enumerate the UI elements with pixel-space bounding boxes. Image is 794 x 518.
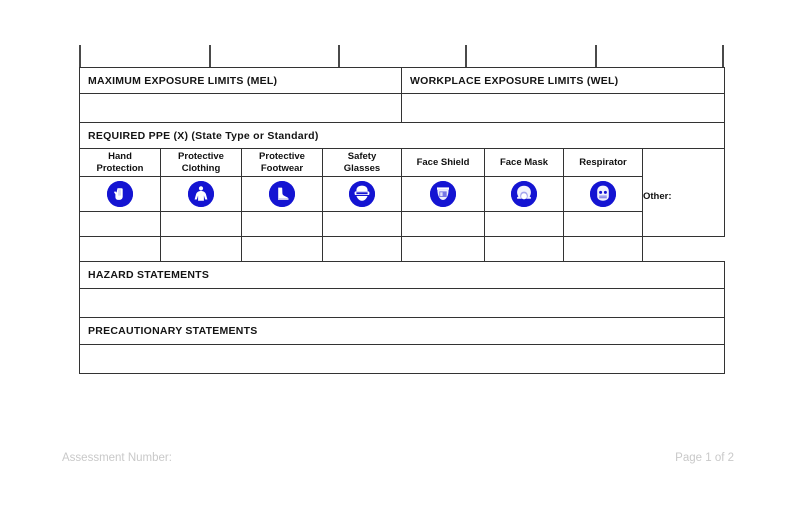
ppe-mark-cell-face-mask[interactable] xyxy=(484,236,564,262)
wel-header-cell: WORKPLACE EXPOSURE LIMITS (WEL) xyxy=(400,67,726,94)
ppe-icon-cell-face-shield xyxy=(401,176,485,212)
ppe-mark-cell-safety-glasses[interactable] xyxy=(322,236,402,262)
ppe-mark-cell-respirator[interactable] xyxy=(563,211,643,237)
precautionary-statements-field[interactable] xyxy=(78,344,726,374)
exposure-limits-header-row: MAXIMUM EXPOSURE LIMITS (MEL) WORKPLACE … xyxy=(79,67,726,94)
ppe-mark-cell-face-mask[interactable] xyxy=(484,211,564,237)
ppe-mark-row-1 xyxy=(79,211,725,237)
page-indicator: Page 1 of 2 xyxy=(675,452,734,464)
table-continuation-stubs xyxy=(79,45,724,67)
face-shield-icon xyxy=(430,181,456,207)
wel-value-field[interactable] xyxy=(400,93,726,123)
column-divider-stub xyxy=(722,45,724,67)
ppe-heading-respirator: Respirator xyxy=(563,148,643,177)
ppe-mark-cell-protective-footwear[interactable] xyxy=(241,211,323,237)
ppe-other-label: Other: xyxy=(643,190,672,202)
column-divider-stub xyxy=(79,45,81,67)
column-divider-stub xyxy=(338,45,340,67)
ppe-icon-cell-face-mask xyxy=(484,176,564,212)
hand-protection-icon xyxy=(107,181,133,207)
ppe-mark-cell-protective-footwear[interactable] xyxy=(241,236,323,262)
ppe-icon-row xyxy=(79,176,725,212)
mel-value-field[interactable] xyxy=(79,93,402,123)
coshh-assessment-table: MAXIMUM EXPOSURE LIMITS (MEL) WORKPLACE … xyxy=(78,67,726,374)
ppe-mark-row-2 xyxy=(79,236,725,262)
ppe-heading-line1: Respirator xyxy=(579,156,627,168)
ppe-heading-line1: Protective xyxy=(259,151,305,162)
ppe-heading-line1: Protective xyxy=(178,151,224,162)
column-divider-stub xyxy=(465,45,467,67)
required-ppe-label: REQUIRED PPE (X) (State Type or Standard… xyxy=(88,129,319,142)
assessment-number-label: Assessment Number: xyxy=(62,452,172,464)
precautionary-statements-label: PRECAUTIONARY STATEMENTS xyxy=(88,325,258,337)
required-ppe-header-cell: REQUIRED PPE (X) (State Type or Standard… xyxy=(78,122,726,149)
required-ppe-header-row: REQUIRED PPE (X) (State Type or Standard… xyxy=(78,122,726,149)
precautionary-statements-header-cell: PRECAUTIONARY STATEMENTS xyxy=(78,317,726,345)
ppe-mark-cell-respirator[interactable] xyxy=(563,236,643,262)
ppe-heading-hand-protection: Hand Protection xyxy=(79,148,161,177)
ppe-icon-cell-hand-protection xyxy=(79,176,161,212)
mel-label: MAXIMUM EXPOSURE LIMITS (MEL) xyxy=(88,74,278,87)
ppe-heading-protective-footwear: Protective Footwear xyxy=(241,148,323,177)
exposure-limits-input-row xyxy=(79,93,726,123)
ppe-heading-line2: Glasses xyxy=(343,162,381,174)
ppe-heading-face-mask: Face Mask xyxy=(484,148,564,177)
ppe-heading-line2: Protection xyxy=(96,162,144,174)
column-divider-stub xyxy=(209,45,211,67)
hazard-statements-input-row xyxy=(78,288,726,318)
ppe-mark-cell-face-shield[interactable] xyxy=(401,236,485,262)
hazard-statements-header-row: HAZARD STATEMENTS xyxy=(78,261,726,289)
ppe-heading-line1: Face Mask xyxy=(499,156,549,168)
safety-glasses-icon xyxy=(349,181,375,207)
ppe-heading-line1: Safety xyxy=(347,151,377,162)
ppe-mark-cell-hand-protection[interactable] xyxy=(79,211,161,237)
hazard-statements-label: HAZARD STATEMENTS xyxy=(88,269,210,281)
precautionary-statements-input-row xyxy=(78,344,726,374)
ppe-mark-cell-hand-protection[interactable] xyxy=(79,236,161,262)
page-footer: Assessment Number: Page 1 of 2 xyxy=(62,450,734,466)
protective-clothing-icon xyxy=(188,181,214,207)
protective-footwear-icon xyxy=(269,181,295,207)
respirator-icon xyxy=(590,181,616,207)
ppe-column-heading-row: Hand Protection Protective Clothing Prot… xyxy=(79,148,726,237)
wel-label: WORKPLACE EXPOSURE LIMITS (WEL) xyxy=(410,74,619,87)
ppe-heading-protective-clothing: Protective Clothing xyxy=(160,148,242,177)
ppe-mark-cell-face-shield[interactable] xyxy=(401,211,485,237)
precautionary-statements-header-row: PRECAUTIONARY STATEMENTS xyxy=(78,317,726,345)
ppe-mark-cell-safety-glasses[interactable] xyxy=(322,211,402,237)
hazard-statements-header-cell: HAZARD STATEMENTS xyxy=(78,261,726,289)
hazard-statements-field[interactable] xyxy=(78,288,726,318)
ppe-mark-cell-protective-clothing[interactable] xyxy=(160,236,242,262)
face-mask-icon xyxy=(511,181,537,207)
ppe-icon-cell-protective-clothing xyxy=(160,176,242,212)
ppe-other-cell[interactable]: Other: xyxy=(641,148,726,237)
ppe-heading-line2: Clothing xyxy=(181,162,221,174)
ppe-heading-safety-glasses: Safety Glasses xyxy=(322,148,402,177)
mel-header-cell: MAXIMUM EXPOSURE LIMITS (MEL) xyxy=(79,67,402,94)
ppe-icon-cell-protective-footwear xyxy=(241,176,323,212)
ppe-heading-line1: Face Shield xyxy=(416,156,470,168)
ppe-icon-cell-safety-glasses xyxy=(322,176,402,212)
ppe-heading-line2: Footwear xyxy=(260,162,304,174)
ppe-mark-cell-protective-clothing[interactable] xyxy=(160,211,242,237)
ppe-heading-face-shield: Face Shield xyxy=(401,148,485,177)
column-divider-stub xyxy=(595,45,597,67)
ppe-heading-line1: Hand xyxy=(108,151,132,162)
ppe-icon-cell-respirator xyxy=(563,176,643,212)
